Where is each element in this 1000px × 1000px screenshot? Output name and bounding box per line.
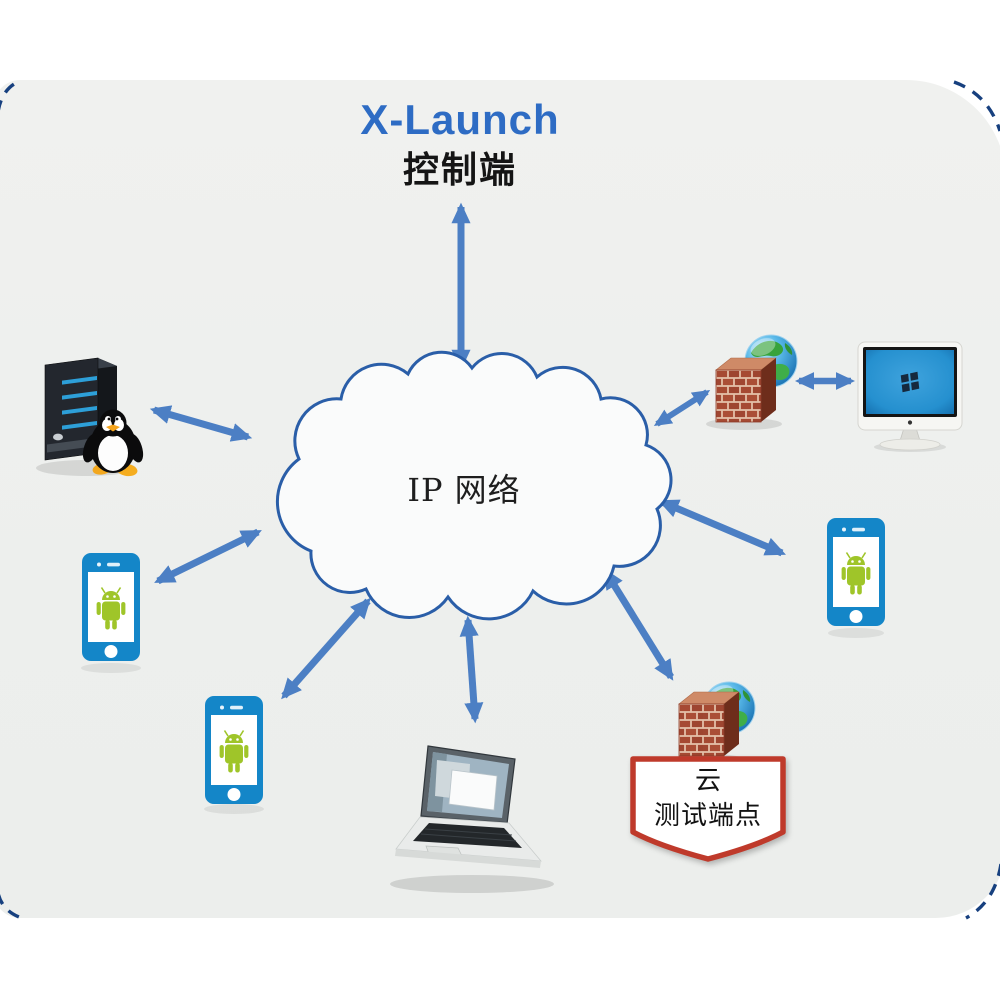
banner-text: 云 测试端点 <box>633 764 783 834</box>
banner-line-1: 云 <box>694 766 721 796</box>
arrow-cloud-to-phone-bottom-left <box>281 597 371 700</box>
firewall-globe-top-right-icon <box>706 334 798 430</box>
server-tower-tux-icon <box>36 357 144 477</box>
android-phone-right-icon <box>826 517 886 627</box>
arrow-cloud-to-server <box>149 405 253 442</box>
laptop-icon <box>390 745 554 893</box>
arrow-cloud-to-phone-right <box>658 498 786 557</box>
arrow-cloud-to-phone-left <box>154 528 262 585</box>
tux-penguin-icon <box>82 409 144 477</box>
connection-arrows <box>149 202 856 724</box>
cloud-test-endpoint-banner <box>630 756 786 862</box>
ip-network-cloud <box>275 350 673 621</box>
windows-logo-icon <box>900 371 920 393</box>
android-phone-left-icon <box>81 552 141 662</box>
android-phone-bottom-left-icon <box>204 695 264 805</box>
control-terminal-label: 控制端 <box>402 149 517 190</box>
firewall-brick-wall-icon <box>678 691 740 757</box>
arrow-cloud-to-laptop <box>459 615 484 724</box>
arrow-cloud-to-firewall-top-right <box>653 389 711 427</box>
firewall-globe-bottom-right-icon <box>670 681 756 766</box>
brand-title: X-Launch <box>360 96 560 143</box>
desktop-monitor-windows-icon <box>857 341 963 452</box>
arrow-cloud-to-firewall-bottom-right <box>603 568 674 681</box>
ip-network-label: IP 网络 <box>407 471 521 509</box>
firewall-brick-wall-icon <box>715 357 777 423</box>
banner-line-2: 测试端点 <box>653 801 762 831</box>
